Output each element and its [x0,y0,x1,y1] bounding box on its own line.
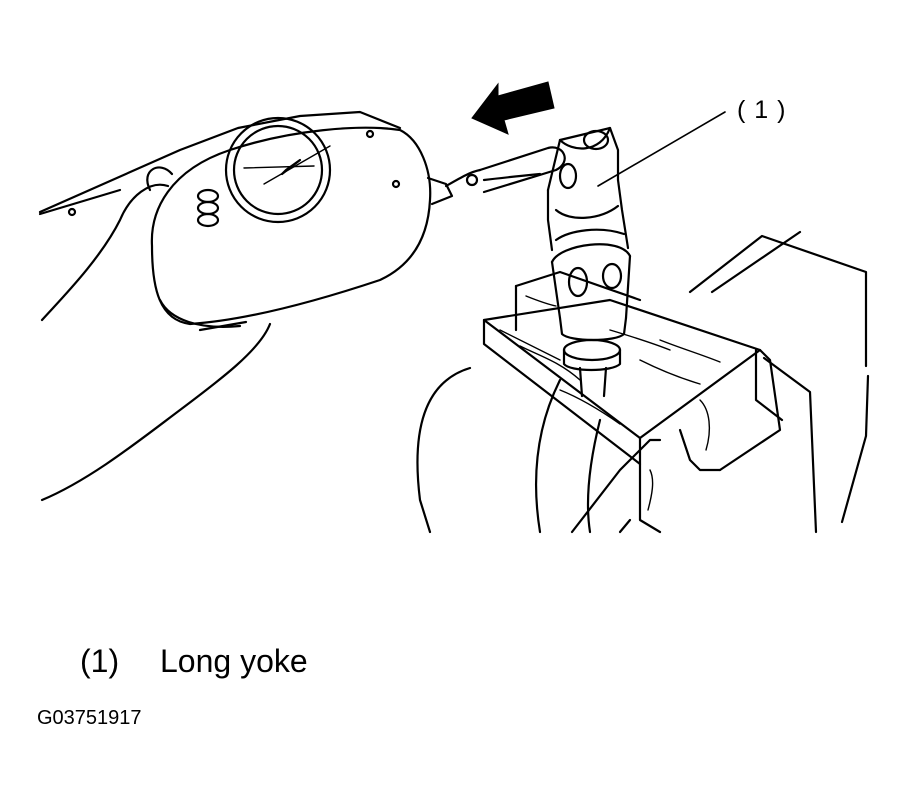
legend: (1) Long yoke [80,643,308,680]
spring-scale-icon [150,116,566,326]
vise-icon [416,230,870,534]
legend-number: (1) [80,643,120,679]
universal-joint-icon [546,126,632,398]
hand-icon [38,110,402,502]
legend-text: Long yoke [160,643,308,679]
callout-leader-line [597,111,726,187]
callout-label: ( 1 ) [737,96,787,124]
figure-id: G03751917 [37,707,142,729]
wood-block-icon [482,270,782,534]
pull-direction-arrow-icon [471,81,555,135]
